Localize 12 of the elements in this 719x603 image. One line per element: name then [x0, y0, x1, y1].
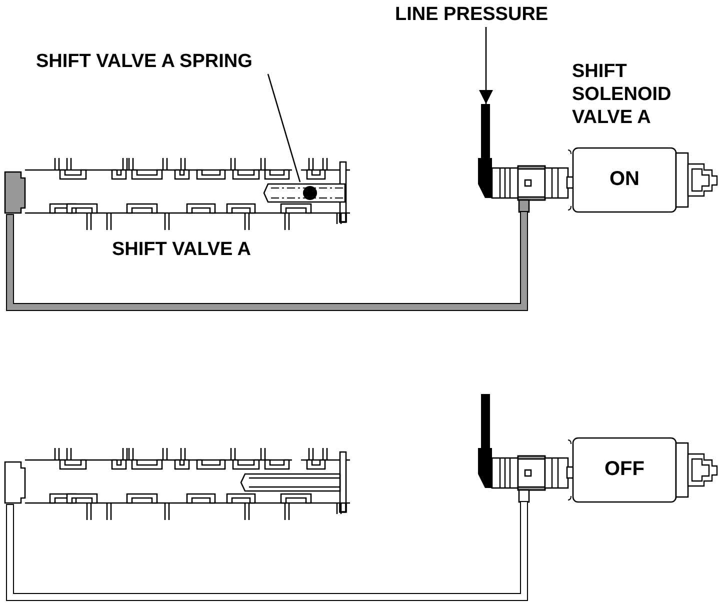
inlet-pipe [477, 394, 493, 488]
valve-caption: SHIFT VALVE A [112, 238, 251, 261]
callout-text: SHIFT VALVE A SPRING [36, 50, 311, 74]
arrow [479, 27, 493, 104]
callout-text: LINE PRESSURE [395, 3, 585, 27]
state-label: ON [608, 168, 640, 191]
valve-heading: SHIFT SOLENOID VALVE A [572, 60, 672, 129]
state-label: OFF [604, 458, 646, 481]
inlet-pipe [477, 104, 493, 198]
leader-line [267, 74, 301, 182]
fluid-passage [7, 212, 527, 310]
spring-drawing [263, 182, 345, 204]
